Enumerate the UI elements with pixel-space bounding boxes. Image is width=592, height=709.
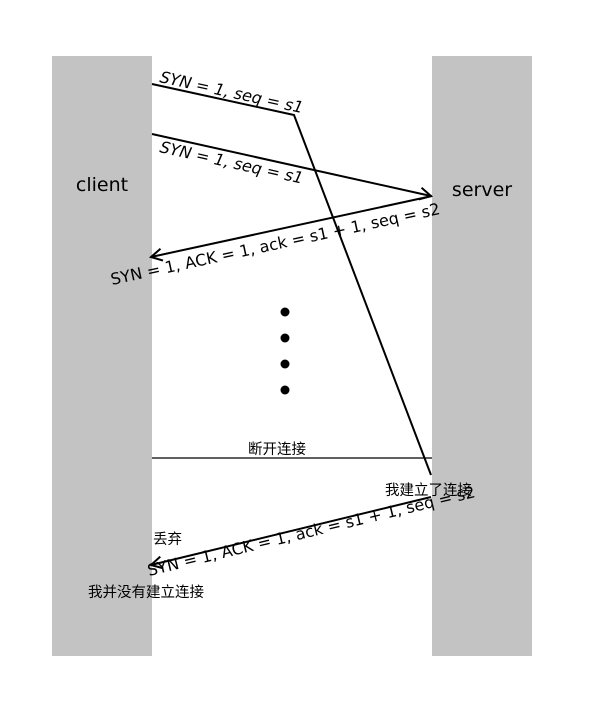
ellipsis-dot: [280, 385, 290, 395]
client-lane: [52, 56, 152, 656]
client-not-connected-label: 我并没有建立连接: [88, 584, 204, 601]
ellipsis-dots: [280, 307, 290, 395]
ellipsis-dot: [280, 307, 290, 317]
server-connected-label: 我建立了连接: [385, 482, 472, 499]
first-synack-arrow: [151, 195, 433, 257]
syn-label-1: SYN = 1, seq = s1: [158, 67, 305, 117]
delayed-synack-arrow: [151, 496, 432, 565]
ellipsis-dot: [280, 359, 290, 369]
ellipsis-dot: [280, 333, 290, 343]
disconnect-label: 断开连接: [248, 441, 306, 458]
delayed-syn-arrow: [151, 83, 432, 476]
second-syn-arrow: [151, 133, 431, 196]
synack-label-1: SYN = 1, ACK = 1, ack = s1 + 1, seq = s2: [109, 199, 442, 289]
client-label: client: [76, 174, 128, 196]
server-lane: [432, 56, 532, 656]
discard-label: 丢弃: [153, 531, 182, 548]
server-label: server: [452, 179, 512, 201]
